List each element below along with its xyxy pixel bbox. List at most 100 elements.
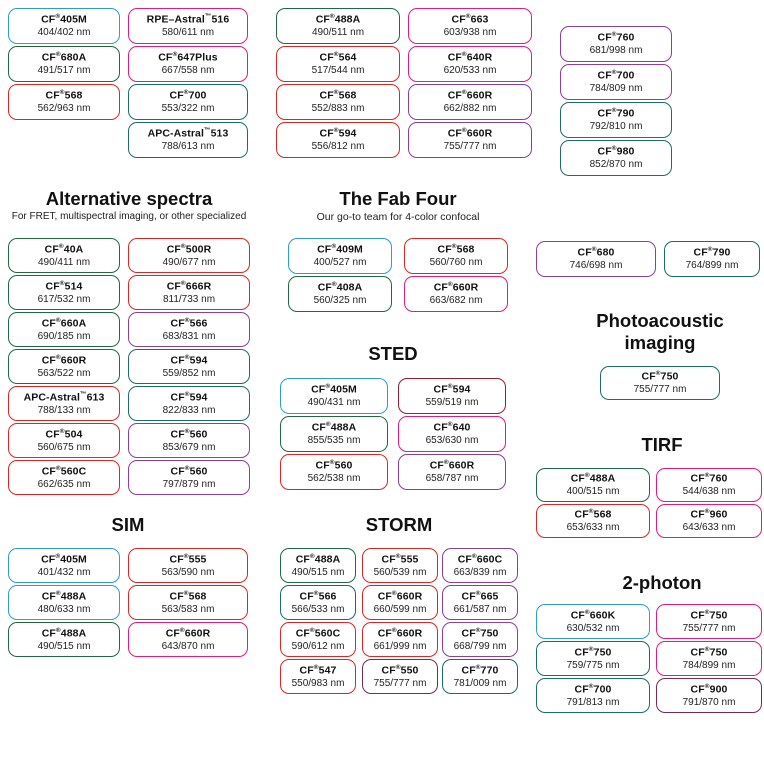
- trademark-mark: ®: [55, 464, 61, 472]
- trademark-mark: ®: [391, 626, 397, 634]
- dye-name: CF®700: [574, 682, 612, 696]
- dye-name: CF®660K: [570, 608, 616, 622]
- trademark-mark: ®: [183, 589, 189, 597]
- dye-spectra-values: 566/533 nm: [291, 603, 345, 615]
- dye-spectra-values: 480/633 nm: [37, 603, 91, 615]
- trademark-mark: ®: [588, 508, 594, 516]
- dye-spectra-values: 400/527 nm: [313, 257, 367, 269]
- trademark-mark: ®: [333, 127, 339, 135]
- trademark-mark: ®: [704, 608, 710, 616]
- dye-name: CF®568: [574, 508, 612, 521]
- trademark-mark: ®: [59, 427, 65, 435]
- dye-name: CF®560C: [295, 626, 341, 640]
- dye-name: CF®770: [461, 663, 499, 677]
- dye-spectra-values: 822/833 nm: [162, 404, 216, 416]
- dye-name: CF®790: [693, 246, 731, 259]
- dye-spectra-values: 643/870 nm: [161, 640, 215, 652]
- dye-spectra-values: 663/682 nm: [429, 295, 483, 307]
- dye-spectra-values: 563/522 nm: [37, 367, 91, 379]
- dye-spectra-values: 563/590 nm: [161, 566, 215, 578]
- dye-spectra-values: 544/638 nm: [682, 486, 736, 498]
- dye-name: CF®504: [45, 427, 83, 441]
- dye-name: CF®660R: [165, 626, 211, 640]
- dye-name: CF®640R: [447, 51, 493, 64]
- dye-spectra-values: 791/870 nm: [682, 696, 736, 708]
